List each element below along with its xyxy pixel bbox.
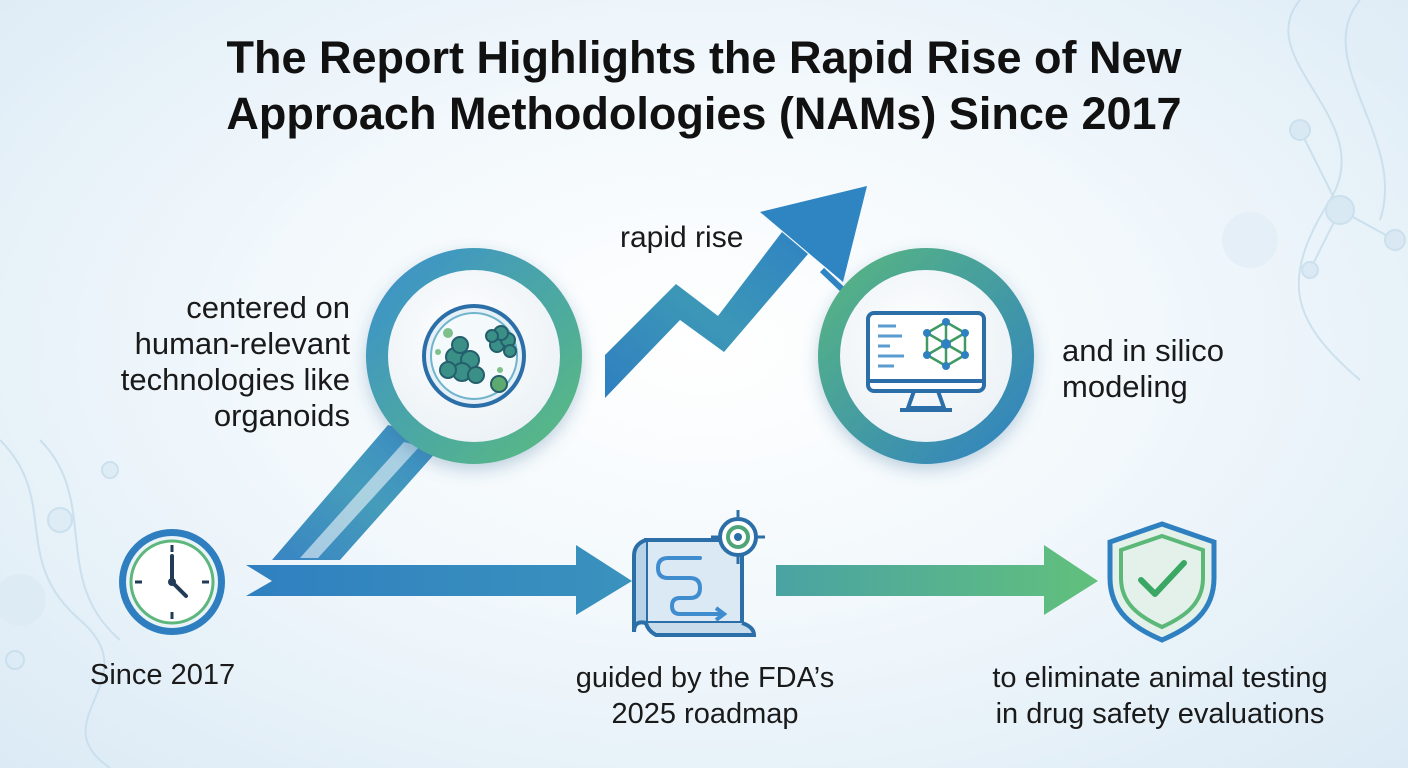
molecule-decoration-right xyxy=(1222,0,1406,381)
label-roadmap-line: guided by the FDA’s xyxy=(575,662,835,694)
title-line-1: The Report Highlights the Rapid Rise of … xyxy=(226,32,1182,83)
rising-band-inner xyxy=(300,442,420,558)
arrow-left-segment xyxy=(246,545,632,615)
label-roadmap-line: 2025 roadmap xyxy=(611,698,799,730)
roadmap-target-icon xyxy=(632,510,765,637)
label-since-2017: Since 2017 xyxy=(90,659,236,691)
label-organoids-line: centered on xyxy=(186,290,350,325)
label-organoids-line: organoids xyxy=(213,398,350,433)
label-in-silico-line: modeling xyxy=(1062,369,1188,404)
rapid-rise-arrow-head xyxy=(760,186,867,282)
computer-network-icon xyxy=(866,311,986,412)
label-rapid-rise: rapid rise xyxy=(620,221,744,254)
label-in-silico: and in silico modeling xyxy=(1062,333,1224,405)
rapid-rise-arrow-shaft xyxy=(605,232,808,398)
label-eliminate-animal-testing: to eliminate animal testing in drug safe… xyxy=(960,660,1360,732)
rapid-rise-tick xyxy=(819,267,846,293)
molecule-decoration-left xyxy=(0,439,121,768)
label-eliminate-line: in drug safety evaluations xyxy=(995,698,1325,730)
rising-connector xyxy=(272,425,447,560)
rapid-rise-arrow xyxy=(605,186,867,398)
title-line-2: Approach Methodologies (NAMs) Since 2017 xyxy=(226,88,1182,139)
label-organoids: centered on human-relevant technologies … xyxy=(40,290,350,434)
label-eliminate-line: to eliminate animal testing xyxy=(992,662,1328,694)
label-organoids-line: technologies like xyxy=(120,362,350,397)
petri-dish-icon xyxy=(422,304,526,408)
arrow-right-segment xyxy=(776,545,1098,615)
shield-check-icon xyxy=(1107,521,1217,643)
clock-icon xyxy=(119,529,225,635)
lower-flow-arrows xyxy=(246,545,1098,615)
label-roadmap: guided by the FDA’s 2025 roadmap xyxy=(560,660,850,732)
in-silico-node xyxy=(818,248,1034,464)
organoid-node xyxy=(366,248,582,464)
label-in-silico-line: and in silico xyxy=(1062,333,1224,368)
label-organoids-line: human-relevant xyxy=(134,326,350,361)
page-title: The Report Highlights the Rapid Rise of … xyxy=(0,30,1408,142)
